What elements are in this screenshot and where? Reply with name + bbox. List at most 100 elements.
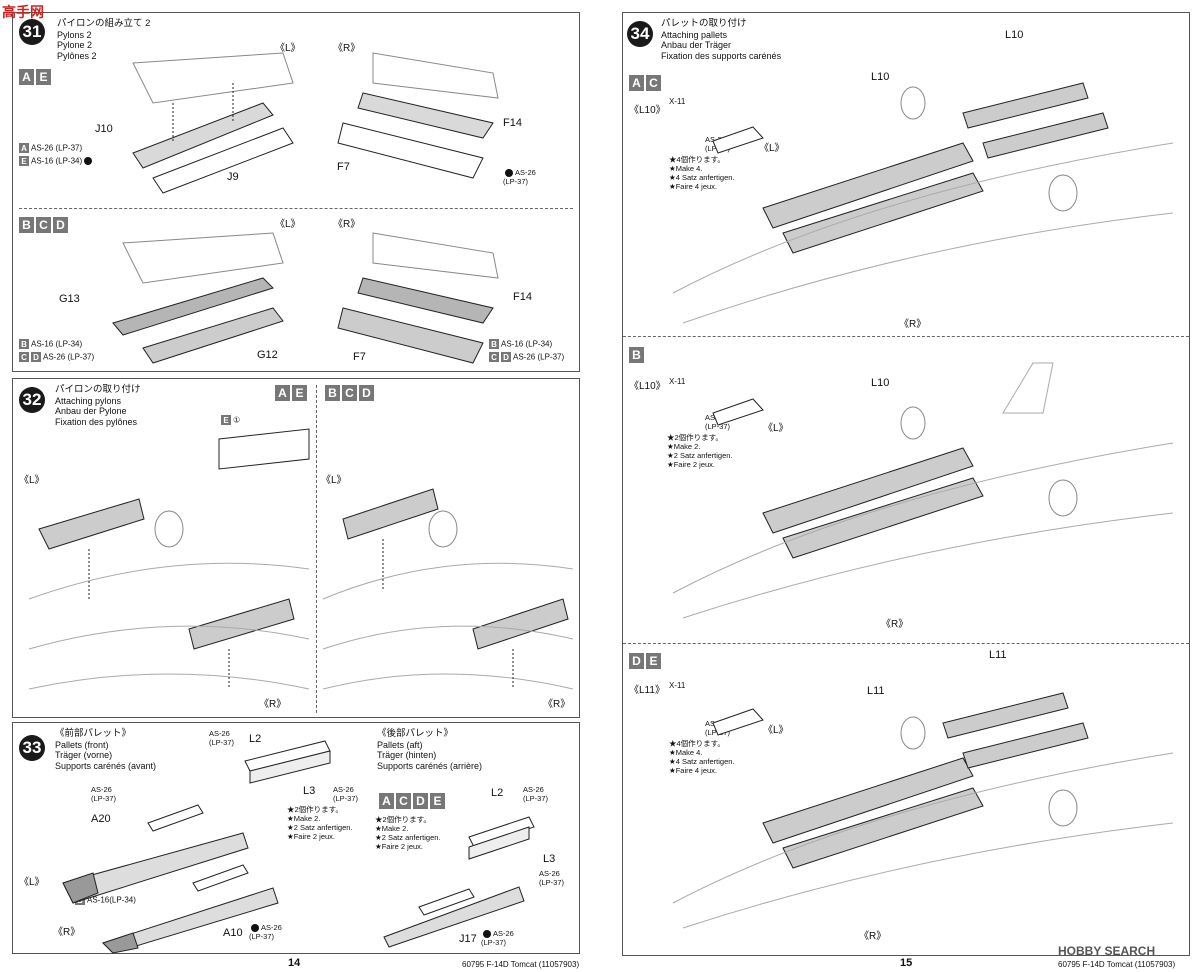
divider	[316, 385, 317, 713]
footer-title-right: 60795 F-14D Tomcat (11057903)	[1058, 960, 1176, 969]
right-side-label: 《R》	[53, 927, 81, 938]
part-label-g12: G12	[257, 349, 278, 361]
make-count-note: ★4個作ります。 ★Make 4. ★4 Satz anfertigen. ★F…	[669, 155, 735, 191]
right-side-label: 《R》	[259, 699, 287, 710]
pallet-front-diagram	[62, 804, 279, 954]
left-side-label: 《L》	[275, 43, 301, 54]
version-letters-sec2: B	[629, 347, 644, 363]
part-label-l3: L3	[543, 853, 556, 865]
aircraft-pallet-diagram-1	[672, 82, 1174, 324]
decal-callout: X-11	[669, 681, 686, 690]
part-label-l2: L2	[249, 733, 262, 745]
part-label-a10: A10	[223, 927, 243, 939]
step-number-badge: 32	[19, 387, 45, 413]
step-number-badge: 34	[627, 21, 653, 47]
part-label-f14: F14	[513, 291, 532, 303]
part-label-l10: L10	[1005, 29, 1024, 41]
step32-panel: 32 パイロンの取り付け Attaching pylons Anbau der …	[12, 378, 580, 718]
pallet-aft-diagram	[383, 816, 535, 948]
part-label-f14: F14	[503, 117, 522, 129]
pylon-diagram-right-top	[337, 52, 499, 179]
detail-label-l11: 《L11》	[629, 685, 665, 696]
decal-callout: X-11	[669, 377, 686, 386]
make-count-note: ★2個作ります。 ★Make 2. ★2 Satz anfertigen. ★F…	[667, 433, 733, 469]
divider	[623, 643, 1189, 644]
step31-title: パイロンの組み立て 2 Pylons 2 Pylone 2 Pylônes 2	[57, 18, 151, 61]
step32-title: パイロンの取り付け Attaching pylons Anbau der Pyl…	[55, 384, 141, 427]
left-side-label: 《L》	[763, 423, 789, 434]
left-side-label: 《L》	[759, 143, 785, 154]
right-side-label: 《R》	[859, 931, 887, 942]
detail-label-l10: 《L10》	[629, 105, 666, 116]
step33-front-title: 《前部パレット》 Pallets (front) Träger (vorne) …	[55, 728, 157, 771]
pylon-diagram-left-top	[132, 52, 294, 194]
paint-callout: AS-26 (LP-37)	[249, 923, 282, 942]
page-number-left: 14	[288, 957, 301, 969]
part-label-a20: A20	[91, 813, 111, 825]
left-side-label: 《L》	[19, 877, 45, 888]
paint-callout: AS-26 (LP-37)	[91, 785, 117, 803]
make-count-note: ★2個作ります。 ★Make 2. ★2 Satz anfertigen. ★F…	[287, 805, 353, 841]
step34-title: パレットの取り付け Attaching pallets Anbau der Tr…	[661, 18, 782, 61]
right-side-label: 《R》	[543, 699, 571, 710]
step34-panel: 34 パレットの取り付け Attaching pallets Anbau der…	[622, 12, 1190, 956]
left-side-label: 《L》	[275, 219, 301, 230]
step33-aft-title: 《後部パレット》 Pallets (aft) Träger (hinten) S…	[377, 728, 483, 771]
part-label-j10: J10	[95, 123, 113, 135]
part-label-l11: L11	[989, 649, 1007, 661]
detail-label-l10: 《L10》	[629, 381, 666, 392]
part-label-l3: L3	[303, 785, 316, 797]
part-label-f7: F7	[353, 351, 366, 363]
part-label-l10: L10	[871, 71, 890, 83]
footer-title-left: 60795 F-14D Tomcat (11057903)	[462, 960, 580, 969]
right-side-label: 《R》	[881, 619, 909, 630]
part-label-j9: J9	[227, 171, 239, 183]
make-count-note: ★2個作ります。 ★Make 2. ★2 Satz anfertigen. ★F…	[375, 815, 441, 851]
right-side-label: 《R》	[333, 219, 361, 230]
page-watermark-top: 高手网	[2, 4, 44, 20]
paint-callout: AS-26 (LP-37)	[481, 929, 514, 948]
divider	[19, 208, 573, 209]
pylon-diagram-left-bottom	[112, 232, 284, 364]
paint-callout: AS-26 (LP-37)	[523, 785, 549, 803]
left-side-label: 《L》	[763, 725, 789, 736]
part-label-f7: F7	[337, 161, 350, 173]
step31-panel: 31 パイロンの組み立て 2 Pylons 2 Pylone 2 Pylônes…	[12, 12, 580, 372]
left-side-label: 《L》	[19, 475, 45, 486]
part-label-j17: J17	[459, 933, 477, 945]
right-side-label: 《R》	[333, 43, 361, 54]
make-count-note: ★4個作ります。 ★Make 4. ★4 Satz anfertigen. ★F…	[669, 739, 735, 775]
part-label-g13: G13	[59, 293, 80, 305]
step33-panel: 33 《前部パレット》 Pallets (front) Träger (vorn…	[12, 722, 580, 954]
right-side-label: 《R》	[899, 319, 927, 330]
part-label-l11: L11	[867, 685, 885, 697]
aircraft-pallet-diagram-3	[672, 692, 1174, 929]
step-number-badge: 31	[19, 19, 45, 45]
part-label-l10: L10	[871, 377, 890, 389]
page-watermark: HOBBY SEARCH	[1058, 944, 1156, 958]
paint-callout: AS-26 (LP-37)	[209, 729, 235, 747]
left-side-label: 《L》	[321, 475, 347, 486]
decal-callout: X-11	[669, 97, 686, 106]
pallet-aft-parts-diagram	[244, 740, 331, 784]
divider	[623, 336, 1189, 337]
part-label-l2: L2	[491, 787, 504, 799]
aircraft-pallet-diagram-2	[672, 362, 1174, 619]
paint-callout: AS-26 (LP-37)	[539, 869, 565, 887]
paint-callout: AS-26 (LP-37)	[333, 785, 359, 803]
